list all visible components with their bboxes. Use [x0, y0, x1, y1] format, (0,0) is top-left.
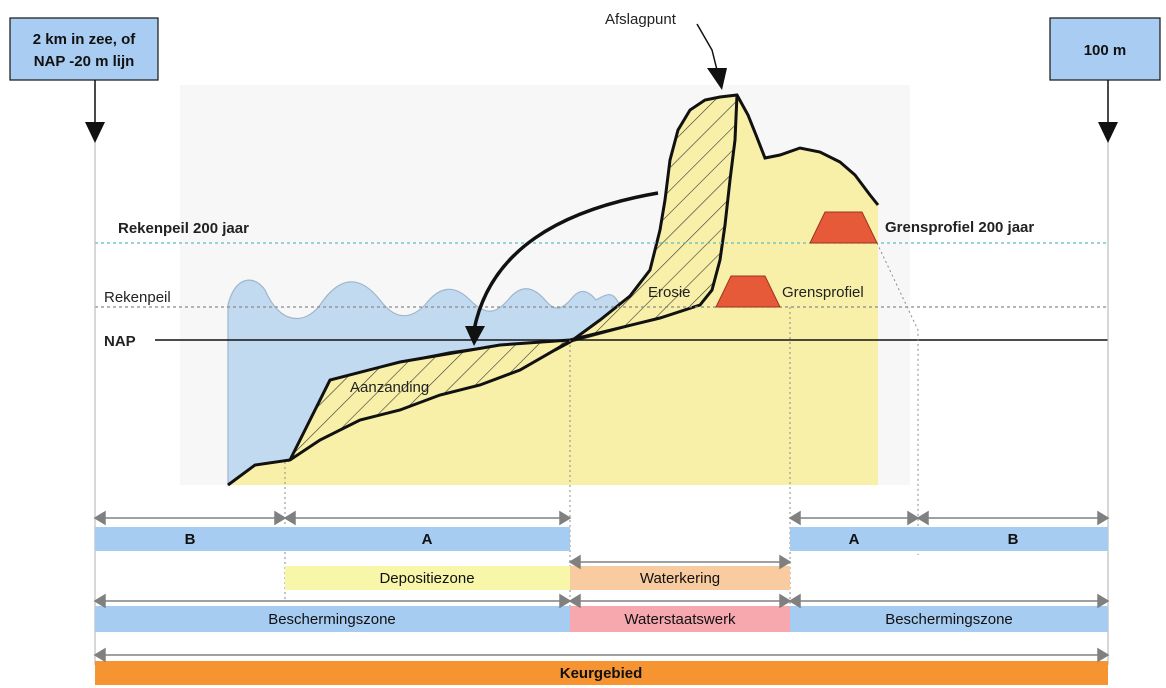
- beschermingszone-left-band: [95, 606, 570, 632]
- row1-arrows: [93, 510, 1110, 526]
- depositiezone-band: [285, 566, 570, 590]
- afslagpunt-arrowhead: [707, 68, 727, 90]
- left-marker-box: [9, 17, 159, 81]
- right-marker-line1: 100 m: [1084, 42, 1127, 59]
- zone-b-right: [918, 527, 1108, 551]
- zone-a-left: [285, 527, 570, 551]
- nap-label: NAP: [104, 333, 136, 350]
- zone-b-left: [95, 527, 285, 551]
- dune-outline: [227, 93, 880, 487]
- row4-arrows: [93, 647, 1110, 663]
- grensprofiel-200-shape: [809, 211, 878, 244]
- left-marker-line2: NAP -20 m lijn: [34, 53, 135, 70]
- afslagpunt-label: Afslagpunt: [605, 11, 677, 28]
- dashed-divider-4: [876, 242, 919, 555]
- left-marker-arrowhead: [85, 122, 105, 143]
- zone-b-right-label: B: [1008, 531, 1019, 548]
- keurgebied-label: Keurgebied: [560, 665, 643, 682]
- zone-a-right: [790, 527, 918, 551]
- erosie-label: Erosie: [648, 284, 691, 301]
- zone-b-left-label: B: [185, 531, 196, 548]
- waterkering-label: Waterkering: [640, 570, 720, 587]
- beschermingszone-right-band: [790, 606, 1108, 632]
- left-marker-line1: 2 km in zee, of: [33, 31, 137, 48]
- grensprofiel-label: Grensprofiel: [782, 284, 864, 301]
- transport-arrowhead: [465, 326, 485, 346]
- beschermingszone-left-label: Beschermingszone: [268, 611, 396, 628]
- row2-arrows: [568, 554, 792, 570]
- keurgebied-band: [95, 661, 1108, 685]
- rekenpeil-200-label: Rekenpeil 200 jaar: [118, 220, 249, 237]
- waterstaatswerk-band: [570, 606, 790, 632]
- new-profile-outline: [288, 94, 739, 461]
- afslagpunt-pointer: [696, 23, 718, 71]
- right-marker-box: [1049, 17, 1161, 81]
- waterstaatswerk-label: Waterstaatswerk: [624, 611, 736, 628]
- waterkering-band: [570, 566, 790, 590]
- grensprofiel-shape: [715, 275, 781, 308]
- beschermingszone-right-label: Beschermingszone: [885, 611, 1013, 628]
- zone-a-left-label: A: [422, 531, 433, 548]
- grensprofiel-200-label: Grensprofiel 200 jaar: [885, 219, 1034, 236]
- row3-arrows: [93, 593, 1110, 609]
- transport-curve: [472, 191, 659, 331]
- right-marker-arrowhead: [1098, 122, 1118, 143]
- rekenpeil-label: Rekenpeil: [104, 289, 171, 306]
- zone-a-right-label: A: [849, 531, 860, 548]
- aanzanding-label: Aanzanding: [350, 379, 429, 396]
- depositiezone-label: Depositiezone: [379, 570, 474, 587]
